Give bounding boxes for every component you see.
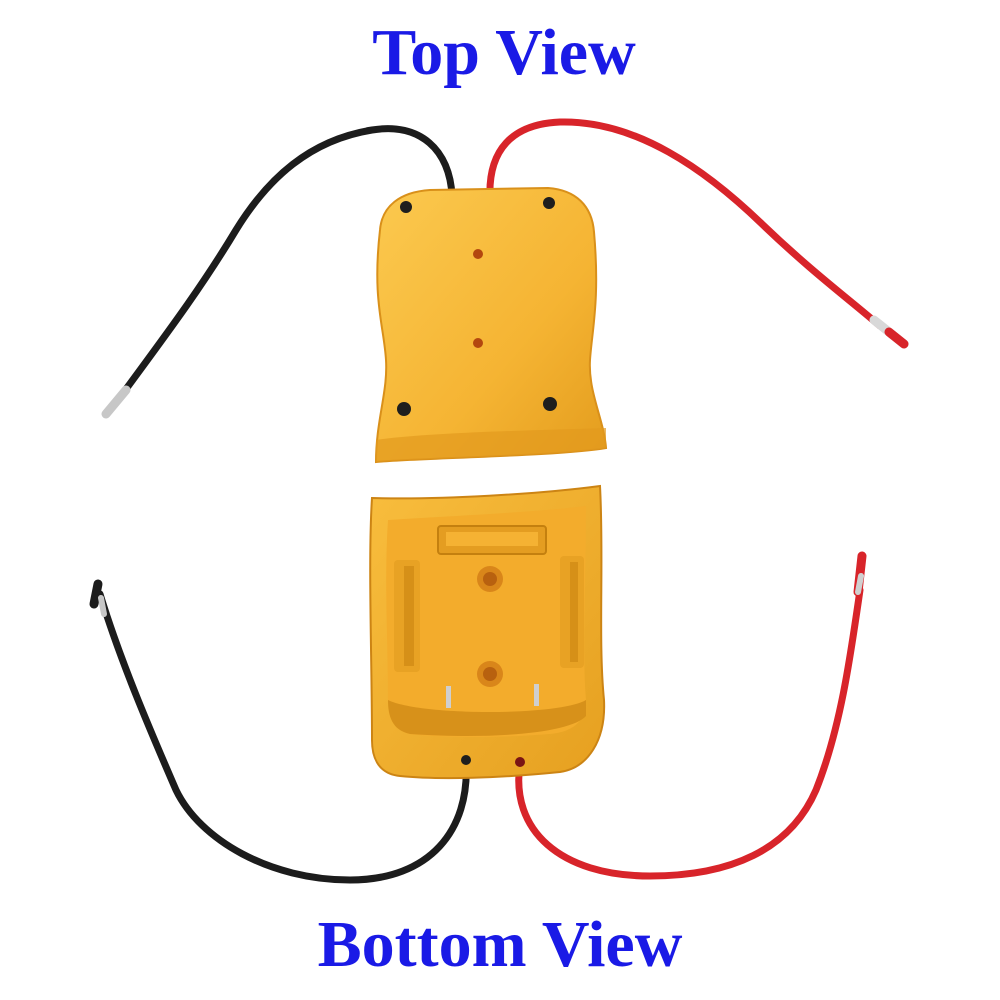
- top-screw-hole-2: [543, 197, 555, 209]
- top-screw-hole-4: [543, 397, 557, 411]
- top-mount-hole-2: [473, 338, 483, 348]
- top-mount-hole-1: [473, 249, 483, 259]
- top-view-adapter: [101, 118, 909, 464]
- bottom-black-wire: [96, 590, 470, 884]
- split-line: [359, 463, 621, 481]
- top-screw-hole-3: [397, 402, 411, 416]
- top-black-wire-terminal: [101, 385, 131, 419]
- bottom-view-caption: Bottom View: [317, 908, 683, 981]
- bottom-black-wire-terminal: [89, 579, 103, 609]
- top-screw-hole-1: [400, 201, 412, 213]
- bottom-housing-cavity: [386, 506, 586, 737]
- bottom-view-adapter: [89, 484, 867, 884]
- top-view-caption: Top View: [372, 16, 636, 89]
- bottom-terminal-left: [446, 686, 451, 708]
- top-housing: [374, 186, 608, 464]
- bottom-red-wire: [515, 586, 864, 880]
- bottom-terminal-right: [534, 684, 539, 706]
- top-black-wire: [114, 125, 456, 404]
- top-red-wire: [486, 118, 884, 330]
